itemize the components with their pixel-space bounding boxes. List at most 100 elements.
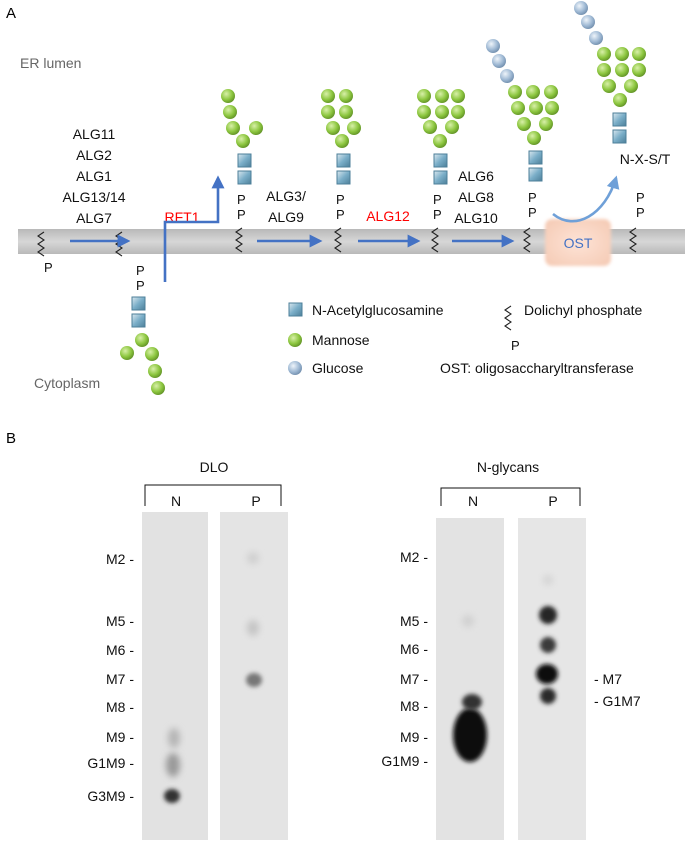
dolichol-7 bbox=[629, 227, 637, 253]
mannose-circle bbox=[624, 79, 638, 93]
dolichol-legend bbox=[504, 305, 512, 331]
p-5a: P bbox=[433, 192, 442, 207]
mannose-circle bbox=[417, 105, 431, 119]
dolichol-3 bbox=[235, 227, 243, 253]
dlo-lane-p: P bbox=[251, 493, 260, 509]
mannose-circle bbox=[417, 89, 431, 103]
mannose-circle bbox=[508, 85, 522, 99]
enzyme-alg7: ALG7 bbox=[76, 210, 112, 226]
nglycans-lane-n: N bbox=[468, 493, 478, 509]
glycan-structures bbox=[120, 1, 646, 395]
p-7b: P bbox=[636, 205, 645, 220]
marker-right-m8: M8 - bbox=[400, 698, 428, 714]
mannose-circle bbox=[321, 89, 335, 103]
mannose-circle bbox=[226, 121, 240, 135]
dlo-p-spot-m5 bbox=[247, 620, 259, 636]
glcnac-square bbox=[612, 112, 627, 127]
enzyme-alg8: ALG8 bbox=[458, 189, 494, 205]
glcnac-square bbox=[433, 153, 448, 168]
nglycan-n-spot-m5 bbox=[462, 615, 474, 627]
mannose-circle bbox=[632, 63, 646, 77]
dlo-n-spot-g1m9 bbox=[166, 753, 180, 777]
flip-arrow bbox=[163, 175, 225, 282]
p-legend: P bbox=[511, 338, 520, 353]
enzyme-alg1: ALG1 bbox=[76, 168, 112, 184]
mannose-circle bbox=[249, 121, 263, 135]
glcnac-square bbox=[237, 153, 252, 168]
mannose-circle bbox=[451, 89, 465, 103]
glcnac-square bbox=[336, 170, 351, 185]
mannose-circle bbox=[615, 47, 629, 61]
legend: N-Acetylglucosamine Mannose Glucose Doli… bbox=[288, 302, 643, 376]
marker-g3m9: G3M9 - bbox=[87, 788, 134, 804]
enzyme-alg2: ALG2 bbox=[76, 147, 112, 163]
mannose-circle bbox=[347, 121, 361, 135]
enzyme-alg10: ALG10 bbox=[454, 210, 498, 226]
enzyme-alg11: ALG11 bbox=[73, 126, 116, 142]
mannose-circle bbox=[145, 347, 159, 361]
marker-right-m9: M9 - bbox=[400, 729, 428, 745]
marker-m9: M9 - bbox=[106, 729, 134, 745]
legend-dolichyl: Dolichyl phosphate bbox=[524, 302, 643, 318]
mannose-circle bbox=[545, 101, 559, 115]
panel-a-letter: A bbox=[6, 5, 16, 22]
mannose-circle bbox=[148, 364, 162, 378]
nglycan-n-spot-m9-g1m9 bbox=[453, 708, 487, 762]
er-lumen-label: ER lumen bbox=[20, 55, 81, 71]
p-7a: P bbox=[636, 190, 645, 205]
nglycan-p-spot-m2 bbox=[543, 575, 553, 585]
mannose-circle bbox=[517, 117, 531, 131]
glcnac-square bbox=[237, 170, 252, 185]
glycan-transferred bbox=[574, 1, 646, 144]
glcnac-square bbox=[612, 129, 627, 144]
mannose-circle bbox=[221, 89, 235, 103]
dolichol-5 bbox=[431, 227, 439, 253]
annot-m7: - M7 bbox=[594, 671, 622, 687]
enzyme-alg12: ALG12 bbox=[366, 208, 410, 224]
mannose-circle bbox=[597, 63, 611, 77]
dlo-n-spot-g3m9 bbox=[164, 789, 180, 803]
glucose-circle bbox=[492, 54, 506, 68]
glycan-man5-lumen bbox=[221, 89, 263, 185]
p-4b: P bbox=[336, 207, 345, 222]
mannose-circle bbox=[339, 89, 353, 103]
marker-right-m2: M2 - bbox=[400, 549, 428, 565]
p-6a: P bbox=[528, 190, 537, 205]
mannose-circle bbox=[326, 121, 340, 135]
nglycan-p-spot-m7 bbox=[536, 664, 558, 684]
marker-g1m9: G1M9 - bbox=[87, 755, 134, 771]
nglycan-p-spot-g1m7 bbox=[540, 688, 556, 704]
nglycans-title: N-glycans bbox=[477, 459, 539, 475]
glcnac-square bbox=[433, 170, 448, 185]
nglycan-p-spot-m5 bbox=[539, 606, 557, 624]
marker-m7: M7 - bbox=[106, 671, 134, 687]
annot-g1m7: - G1M7 bbox=[594, 693, 641, 709]
marker-right-m6: M6 - bbox=[400, 641, 428, 657]
mannose-circle bbox=[151, 381, 165, 395]
panel-b-letter: B bbox=[6, 430, 16, 447]
p-2b: P bbox=[136, 278, 145, 293]
mannose-circle bbox=[339, 105, 353, 119]
glcnac-legend-icon bbox=[288, 302, 303, 317]
glucose-circle bbox=[581, 15, 595, 29]
dlo-bracket bbox=[144, 484, 282, 506]
dlo-title: DLO bbox=[200, 459, 229, 475]
glcnac-square bbox=[336, 153, 351, 168]
mannose-circle bbox=[613, 93, 627, 107]
glycan-man7 bbox=[321, 89, 361, 185]
nglycan-spots bbox=[453, 575, 558, 762]
glycan-glc3man9 bbox=[486, 39, 559, 182]
dlo-p-spot-m2 bbox=[247, 552, 259, 564]
mannose-circle bbox=[615, 63, 629, 77]
enzyme-alg9: ALG9 bbox=[268, 209, 304, 225]
mannose-circle bbox=[236, 134, 250, 148]
mannose-circle bbox=[445, 120, 459, 134]
ost-label: OST bbox=[564, 235, 593, 251]
glcnac-square bbox=[131, 296, 146, 311]
dlo-n-spot-m9 bbox=[168, 728, 180, 748]
glycan-cytoplasmic bbox=[120, 296, 165, 395]
mannose-circle bbox=[597, 47, 611, 61]
dolichol-2 bbox=[115, 231, 123, 257]
mannose-circle bbox=[433, 134, 447, 148]
dolichol-1 bbox=[37, 231, 45, 257]
